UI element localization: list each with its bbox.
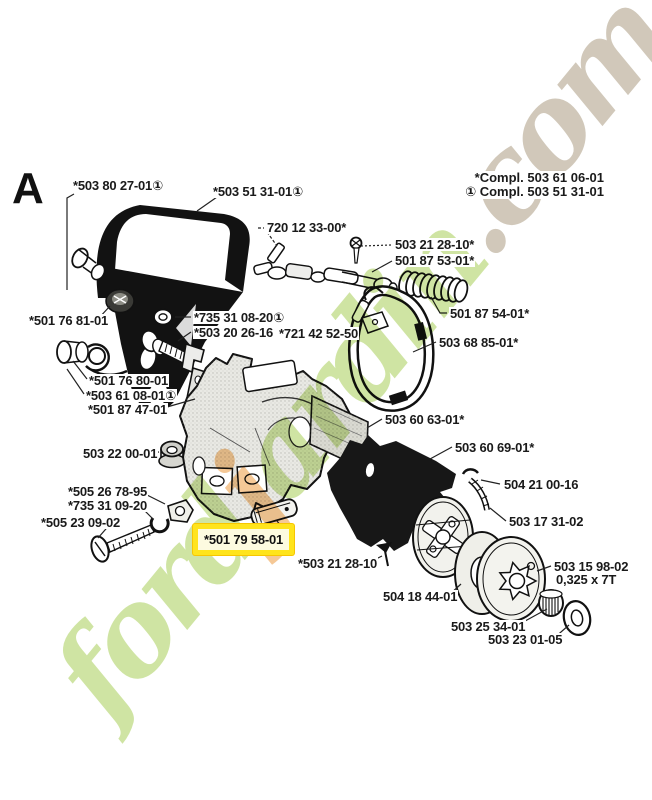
- coil-spring-part: [398, 270, 469, 303]
- part-number-label: 503 23 01-05: [487, 632, 564, 647]
- legend-notes: *Compl. 503 61 06-01 ① Compl. 503 51 31-…: [464, 171, 605, 199]
- part-number-label: *735 31 08-20①: [193, 310, 285, 325]
- part-number-label: *503 20 26-16: [193, 325, 275, 340]
- part-number-label: 0,325 x 7T: [555, 572, 618, 587]
- part-number-label: 501 87 53-01*: [394, 253, 476, 268]
- leader-lines: [66, 193, 570, 640]
- part-number-label: *735 31 09-20: [67, 498, 149, 513]
- part-number-label: *503 80 27-01①: [72, 178, 164, 193]
- part-number-label: *501 76 81-01: [28, 313, 110, 328]
- part-number-label: *501 87 47-01: [87, 402, 169, 417]
- part-number-label: 503 22 00-01: [82, 446, 159, 461]
- grommet-part: [105, 288, 135, 314]
- part-number-label: *505 26 78-95: [67, 484, 149, 499]
- brake-band-part: [348, 285, 435, 412]
- part-number-label: 503 68 85-01*: [438, 335, 520, 350]
- long-screw-part: [90, 524, 155, 563]
- part-number-label: *505 23 09-02: [40, 515, 122, 530]
- part-number-label: 720 12 33-00*: [266, 220, 348, 235]
- part-number-label: 504 18 44-01: [382, 589, 459, 604]
- pin-part: [267, 242, 285, 264]
- part-number-label: 501 87 54-01*: [449, 306, 531, 321]
- chain-catcher-part: [250, 498, 298, 526]
- clutch-spring-strip-part: [461, 468, 490, 511]
- highlighted-part-number: *501 79 58-01: [193, 524, 295, 555]
- part-number-label: 503 17 31-02: [508, 514, 585, 529]
- part-number-label: 503 21 28-10*: [394, 237, 476, 252]
- part-number-label: *721 42 52-50: [278, 326, 360, 341]
- brake-pin-plate-part: [351, 299, 390, 334]
- compl-note-circled: ① Compl. 503 51 31-01: [464, 184, 605, 199]
- screw-bottom-part: [376, 542, 392, 567]
- bushing-part: [71, 247, 106, 281]
- compl-note-asterisk: *Compl. 503 61 06-01: [464, 171, 605, 185]
- nut-part: [158, 440, 186, 469]
- highlighted-part-number-text: *501 79 58-01: [204, 532, 284, 547]
- clutch-drum-sprocket-part: [476, 536, 546, 622]
- part-number-label: 503 60 63-01*: [384, 412, 466, 427]
- part-number-label: *503 51 31-01①: [212, 184, 304, 199]
- crankcase-body-part: [179, 353, 351, 522]
- part-number-label: 503 60 69-01*: [454, 440, 536, 455]
- part-number-label: *501 76 80-01: [88, 373, 170, 388]
- needle-bearing-part: [538, 589, 564, 617]
- part-number-label: 503 15 98-02: [553, 559, 630, 574]
- section-letter: A: [12, 164, 44, 213]
- torsion-spring-part: [56, 340, 128, 377]
- small-bracket-part: [167, 499, 194, 523]
- washer-part: [562, 600, 592, 636]
- e-clip-part: [149, 517, 170, 534]
- part-number-label: 503 25 34-01: [450, 619, 527, 634]
- part-number-label: *503 61 08-01①: [85, 388, 177, 403]
- washer-small-part: [153, 308, 173, 326]
- part-number-label: 504 21 00-16: [503, 477, 580, 492]
- part-number-label: *503 21 28-10: [297, 556, 379, 571]
- screw-top-part: [349, 236, 363, 264]
